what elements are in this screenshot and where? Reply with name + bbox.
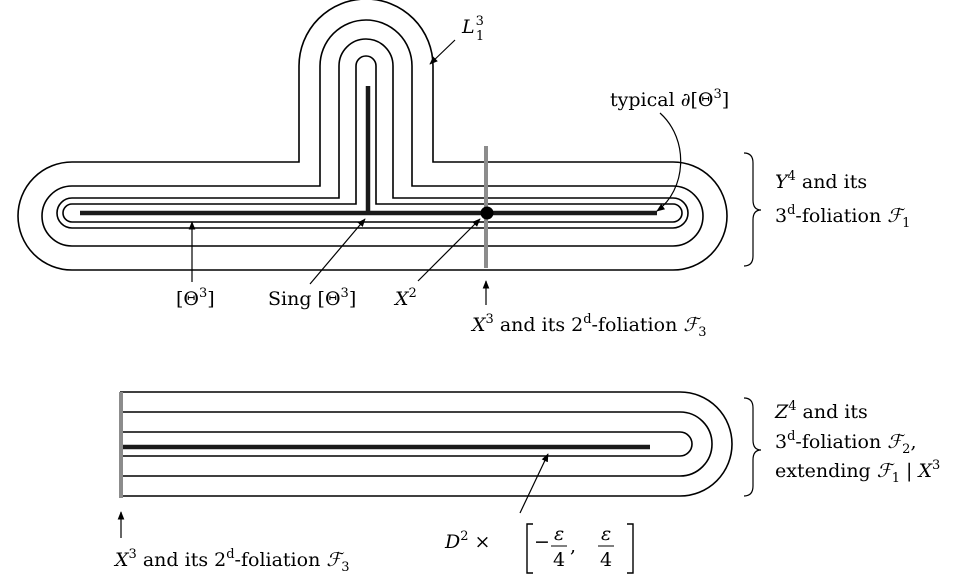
arrow-typical <box>656 112 682 212</box>
label-F2: 3d-foliation ℱ2, <box>775 429 917 457</box>
svg-text:ε: ε <box>601 523 611 545</box>
z4-region <box>120 391 733 497</box>
y4-outer-boundary <box>17 0 728 271</box>
top-arrows <box>188 39 682 305</box>
arrow-x2 <box>417 218 481 282</box>
label-F1: 3d-foliation ℱ1 <box>775 203 910 231</box>
x2-point <box>480 206 494 220</box>
arrow-d2 <box>519 453 549 514</box>
y4-brace <box>743 152 762 267</box>
theta3-spine <box>80 86 657 216</box>
arrow-sing <box>309 218 366 285</box>
label-typical-boundary: typical ∂[Θ3] <box>610 87 729 111</box>
svg-text:4: 4 <box>600 549 612 571</box>
svg-text:D2 ×: D2 × <box>444 529 490 553</box>
z4-leaf-2 <box>120 411 713 477</box>
label-D2-interval: D2 × − ε 4 , ε 4 <box>444 523 634 574</box>
svg-text:4: 4 <box>553 549 565 571</box>
label-extending: extending ℱ1 | X3 <box>775 458 940 486</box>
bottom-arrows <box>117 453 549 538</box>
label-X2: X2 <box>393 286 417 310</box>
label-Y4: Y4 and its <box>775 169 867 193</box>
y4-leaf-3 <box>56 38 689 229</box>
svg-text:−: − <box>534 531 550 553</box>
label-sing-theta3: Sing [Θ3] <box>268 286 356 310</box>
z4-outer-boundary <box>120 391 733 497</box>
z4-leaf-3 <box>120 431 693 457</box>
arrow-L1 <box>429 39 456 65</box>
svg-text:,: , <box>570 535 576 557</box>
label-X3-top: X3 and its 2d-foliation ℱ3 <box>470 312 707 340</box>
label-theta3: [Θ3] <box>176 286 215 310</box>
label-X3-bottom: X3 and its 2d-foliation ℱ3 <box>113 547 350 575</box>
y4-leaf-1 <box>62 55 683 223</box>
y4-leaf-2 <box>41 19 704 247</box>
label-Z4: Z4 and its <box>774 399 868 423</box>
svg-text:ε: ε <box>554 523 564 545</box>
z4-brace <box>743 397 762 497</box>
y4-region <box>17 0 728 271</box>
